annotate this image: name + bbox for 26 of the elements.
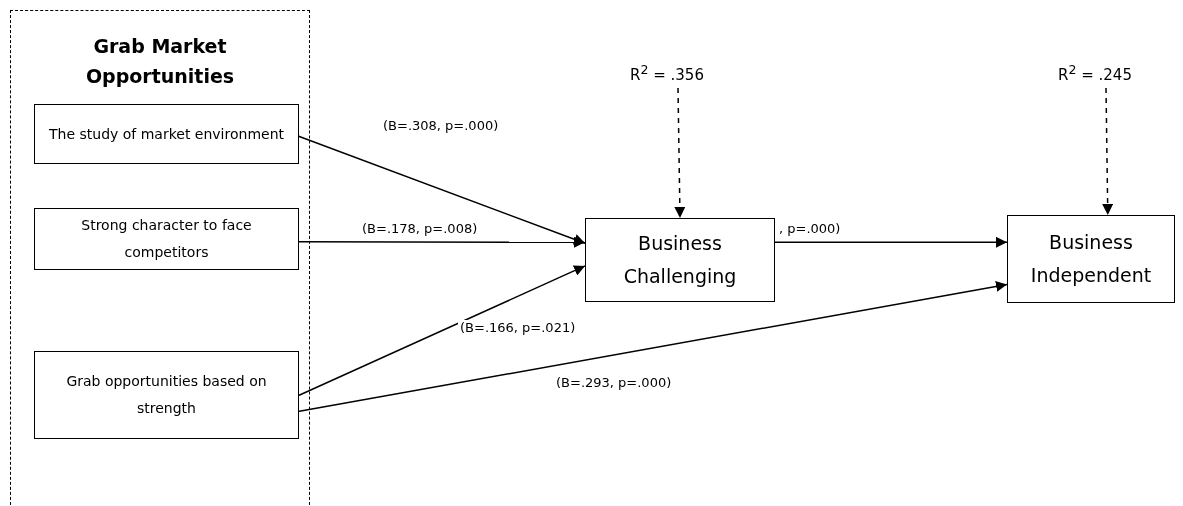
variable-box xyxy=(585,218,775,302)
edge-label: , p=.000) xyxy=(777,221,843,237)
arrow xyxy=(774,236,1008,248)
r-squared-value: R$^{2}$ = .245 xyxy=(1040,58,1150,88)
node-text: Strong character to face competitors xyxy=(80,216,253,262)
group-frame xyxy=(10,10,310,506)
node-text: The study of market environment xyxy=(49,124,284,144)
variable-box xyxy=(34,104,299,164)
edge-label: (B=.308, p=.000) xyxy=(381,118,501,134)
variable-box xyxy=(34,351,299,439)
arrow xyxy=(297,281,1008,413)
node-text: Grab opportunities based on strength xyxy=(65,372,268,418)
variable-box xyxy=(34,208,299,270)
arrow xyxy=(297,236,586,248)
arrow xyxy=(297,135,586,245)
r-squared-value: R$^{2}$ = .356 xyxy=(612,58,722,88)
node-text: Business Independent xyxy=(1030,229,1152,288)
edge-label: (B=.293, p=.000) xyxy=(554,375,674,391)
variable-box xyxy=(1007,215,1175,303)
dashed-arrow xyxy=(674,87,686,219)
dashed-arrow xyxy=(1102,87,1114,216)
edge-label: (B=.166, p=.021) xyxy=(458,320,578,336)
group-heading: Grab Market Opportunities xyxy=(84,34,236,90)
edge-label: (B=.178, p=.008) xyxy=(360,221,480,237)
arrow xyxy=(297,265,586,397)
node-text: Business Challenging xyxy=(622,230,738,289)
